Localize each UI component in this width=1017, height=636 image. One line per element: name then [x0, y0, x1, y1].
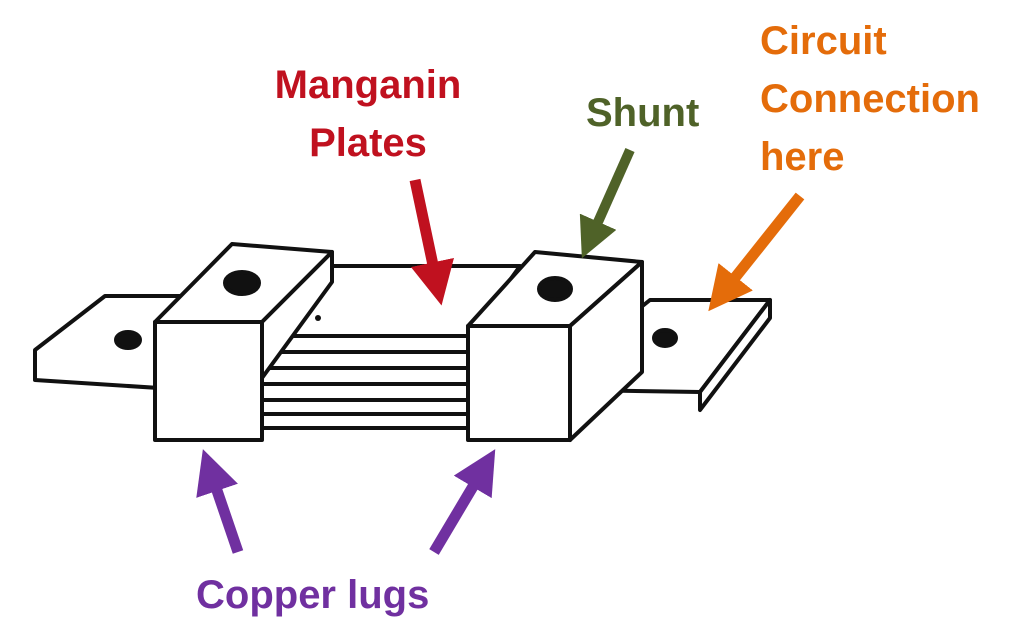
shunt-label: Shunt — [586, 91, 700, 135]
circuit-label-line3: here — [760, 135, 845, 179]
manganin-plates-label: Manganin Plates — [262, 56, 474, 172]
circuit-label-line1: Circuit — [760, 19, 887, 63]
circuit-arrow — [708, 192, 805, 312]
manganin-label-line2: Plates — [309, 121, 427, 165]
manganin-label-line1: Manganin — [274, 63, 462, 107]
left-copper-arrow — [196, 449, 244, 554]
copper-lugs-label: Copper lugs — [196, 573, 430, 617]
manganin-arrow — [409, 178, 454, 306]
right-copper-arrow — [429, 449, 496, 555]
circuit-connection-label: Circuit Connection here — [760, 12, 980, 186]
shunt-arrow — [579, 147, 635, 259]
right-copper-lug — [466, 250, 644, 442]
circuit-label-line2: Connection — [760, 77, 980, 121]
left-copper-lug — [153, 242, 334, 442]
